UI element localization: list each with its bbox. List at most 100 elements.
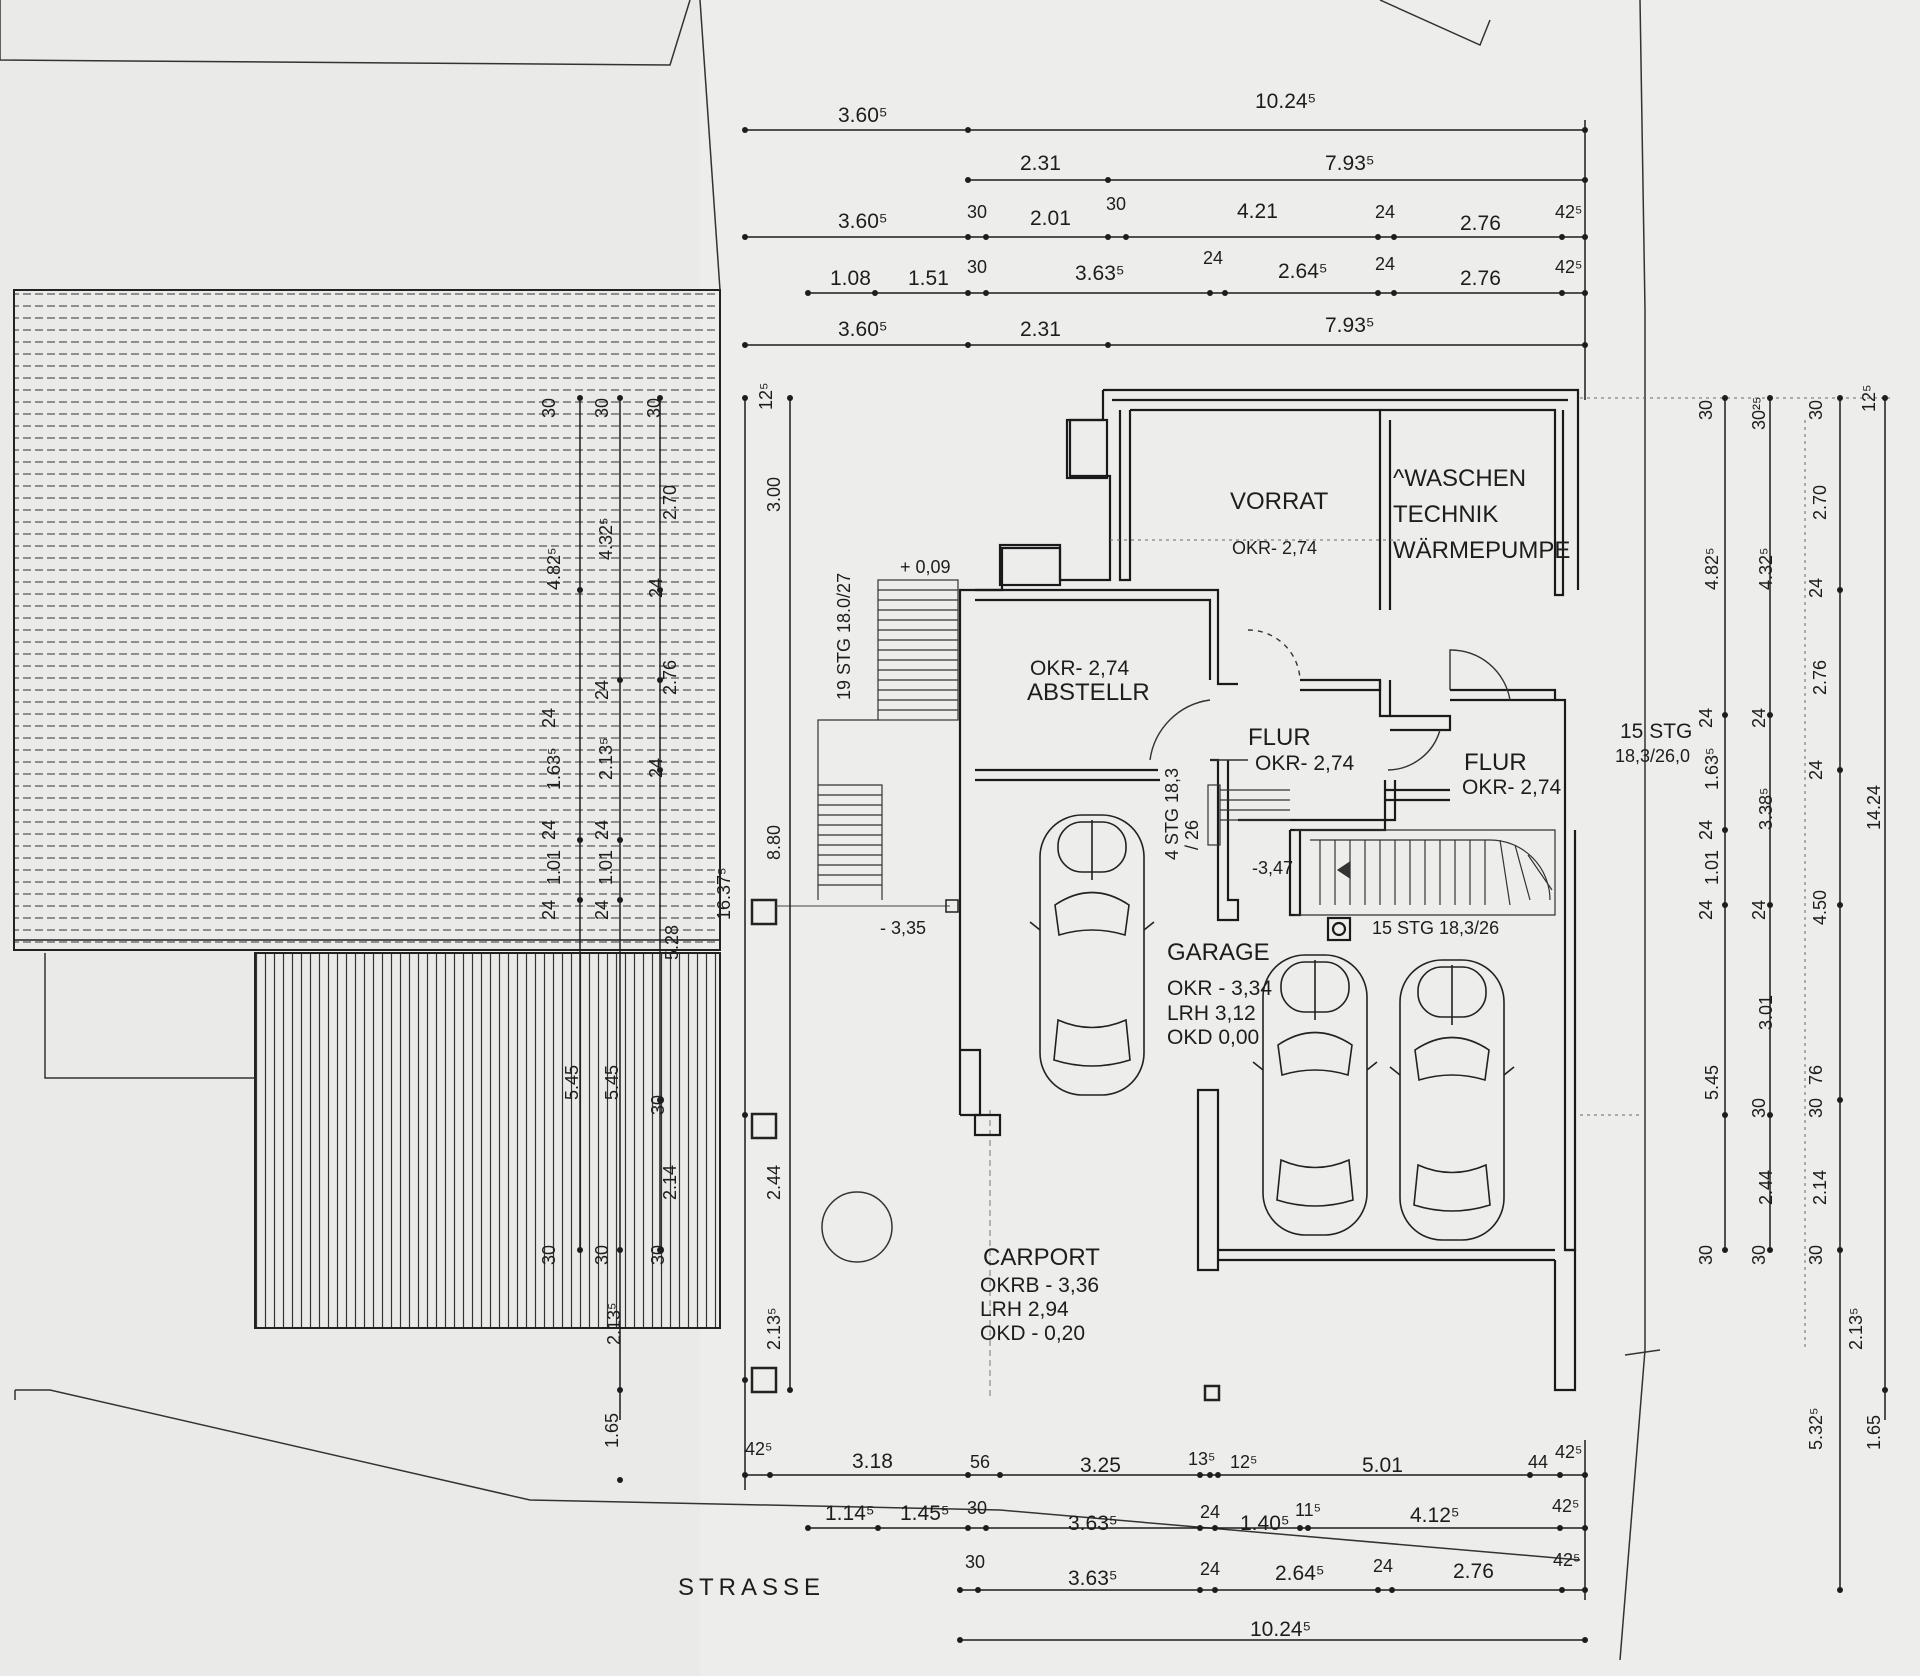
stair-garage-note-b: / 26	[1182, 820, 1202, 850]
dim-text: 76	[1806, 1065, 1826, 1085]
dim-text: 42⁵	[1555, 1442, 1582, 1462]
dim-text: 24	[539, 820, 559, 840]
dim-text: 42⁵	[1555, 202, 1582, 222]
dimension-lines	[579, 120, 1886, 1641]
dim-text: 4.21	[1237, 200, 1278, 223]
stair-main-note: 15 STG 18,3/26	[1372, 918, 1499, 938]
dim-text: 2.13⁵	[596, 738, 616, 781]
outside-stair	[817, 579, 959, 900]
car-symbol	[1389, 959, 1515, 1241]
dim-text: 11⁵	[1295, 1500, 1321, 1520]
dim-text: 13⁵	[1188, 1449, 1215, 1469]
dim-text: 1.63⁵	[544, 748, 564, 791]
dim-text: 5.28	[662, 925, 682, 960]
dim-text: 3.00	[764, 477, 784, 512]
dim-text: 1.51	[908, 267, 949, 290]
carport-post	[750, 1112, 778, 1140]
dim-text: 2.14	[1810, 1170, 1830, 1205]
street-label: STRASSE	[678, 1574, 825, 1601]
dim-text: 3.25	[1080, 1454, 1121, 1477]
dim-text: 2.13⁵	[604, 1303, 624, 1346]
dim-text: 5.32⁵	[1806, 1408, 1826, 1451]
dim-text: 1.01	[596, 850, 616, 885]
dim-text: 30	[1749, 1245, 1769, 1265]
room-name-technik-2: TECHNIK	[1393, 501, 1498, 528]
dim-text: 24	[539, 900, 559, 920]
dim-text: 1.08	[830, 267, 871, 290]
level-yard: - 3,35	[880, 918, 926, 938]
dim-text: 24	[1373, 1556, 1393, 1576]
dim-text: 1.65	[1864, 1415, 1884, 1450]
dim-text: 4.32⁵	[596, 518, 616, 561]
dim-text: 2.14	[660, 1165, 680, 1200]
dim-text: 2.31	[1020, 318, 1061, 341]
dim-text: 7.93⁵	[1325, 314, 1375, 337]
dim-text: 4.50	[1810, 890, 1830, 925]
building-walls	[958, 388, 1580, 1392]
main-stair	[1295, 829, 1556, 916]
dim-text: 1.45⁵	[900, 1502, 950, 1525]
dim-text: 5.45	[1702, 1065, 1722, 1100]
dim-text: 10.24⁵	[1250, 1618, 1311, 1641]
dim-text: 30	[648, 1245, 668, 1265]
dim-text: 3.38⁵	[1756, 788, 1776, 831]
dim-text: 24	[1375, 202, 1395, 222]
dimension-ticks	[577, 127, 1888, 1643]
dim-text: 10.24⁵	[1255, 90, 1316, 113]
dim-text: 30	[965, 1552, 985, 1572]
carport-okrb: OKRB - 3,36	[980, 1274, 1099, 1297]
neighbour-building-roof	[13, 289, 721, 951]
room-name-vorrat: VORRAT	[1230, 488, 1329, 515]
dim-text: 3.60⁵	[838, 318, 888, 341]
dim-text: 2.64⁵	[1278, 260, 1328, 283]
dim-text: 3.60⁵	[838, 210, 888, 233]
garage-okr: OKR - 3,34	[1167, 977, 1272, 1000]
property-boundary	[0, 0, 1661, 1661]
dim-text: 42⁵	[1552, 1496, 1579, 1516]
room-name-carport: CARPORT	[983, 1244, 1100, 1271]
stair-side-note-b: 18,3/26,0	[1615, 746, 1690, 766]
garage-okd: OKD 0,00	[1167, 1026, 1259, 1049]
carport-post	[1203, 1384, 1221, 1402]
dim-text: 2.01	[1030, 207, 1071, 230]
dim-text: 24	[592, 820, 612, 840]
dim-text: 42⁵	[1553, 1550, 1580, 1570]
dim-text: 1.40⁵	[1240, 1512, 1290, 1535]
dim-text: 1.63⁵	[1702, 748, 1722, 791]
level-entry: + 0,09	[900, 557, 951, 577]
dim-text: 2.76	[1460, 212, 1501, 235]
dim-text: 30	[1749, 1098, 1769, 1118]
dim-text: 30²⁵	[1749, 397, 1769, 430]
dim-text: 1.01	[544, 850, 564, 885]
room-level-flur-right: OKR- 2,74	[1462, 776, 1562, 799]
dim-text: 4.32⁵	[1756, 548, 1776, 591]
dim-text: 3.01	[1756, 995, 1776, 1030]
carport-post	[750, 898, 778, 926]
carport-lrh: LRH 2,94	[980, 1298, 1069, 1321]
stair-outside-note: 19 STG 18.0/27	[834, 573, 854, 700]
dim-text: 1.01	[1702, 850, 1722, 885]
dim-text: 24	[1203, 248, 1223, 268]
room-level-flur-left: OKR- 2,74	[1255, 752, 1355, 775]
dim-text: 5.45	[562, 1065, 582, 1100]
car-symbol	[1252, 954, 1378, 1236]
neighbour-building-terrace	[254, 952, 721, 1329]
dim-text: 3.63⁵	[1068, 1567, 1118, 1590]
dim-text: 24	[1200, 1502, 1220, 1522]
dim-text: 12⁵	[1230, 1452, 1257, 1472]
dim-text: 2.31	[1020, 152, 1061, 175]
stair-garage-note: 4 STG 18,3	[1162, 768, 1182, 860]
dim-text: 4.82⁵	[1702, 548, 1722, 591]
room-name-technik-3: WÄRMEPUMPE	[1393, 537, 1570, 564]
dim-text: 30	[1806, 1098, 1826, 1118]
dim-text: 24	[1696, 708, 1716, 728]
dim-text: 24	[646, 758, 666, 778]
room-name-abstellr: ABSTELLR	[1027, 679, 1150, 706]
carport-okd: OKD - 0,20	[980, 1322, 1085, 1345]
dim-text: 24	[1806, 578, 1826, 598]
dim-text: 2.44	[764, 1165, 784, 1200]
dim-text: 24	[1749, 708, 1769, 728]
dim-text: 2.13⁵	[1846, 1308, 1866, 1351]
dim-text: 24	[646, 578, 666, 598]
